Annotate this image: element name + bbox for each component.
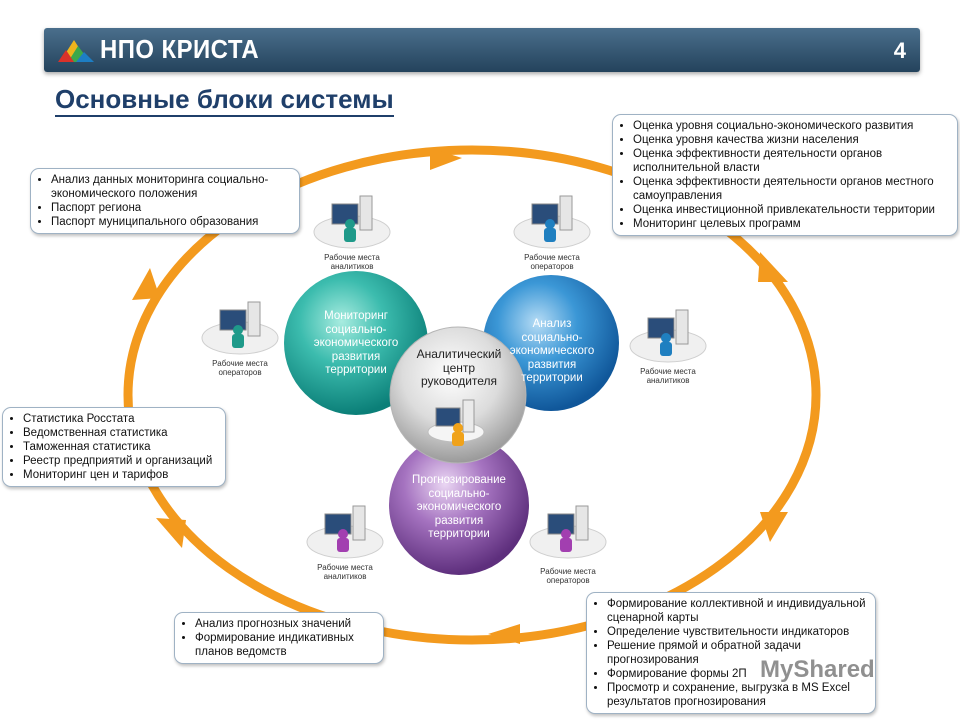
logo-icon (58, 40, 94, 62)
callout-bottom-left: Анализ прогнозных значений Формирование … (174, 612, 384, 664)
list-item: Паспорт региона (51, 201, 291, 215)
workstation-bottom-left (306, 505, 384, 559)
ws-label-top-right: Рабочие места операторов (524, 253, 580, 271)
label-analysis: Анализ социально-экономического развития… (509, 318, 595, 384)
list-item: Просмотр и сохранение, выгрузка в MS Exc… (607, 681, 867, 709)
label-monitoring: Мониторинг социально-экономического разв… (313, 310, 399, 376)
arrow-right (760, 512, 788, 542)
callout-left: Статистика Росстата Ведомственная статис… (2, 407, 226, 487)
list-item: Решение прямой и обратной задачи прогноз… (607, 639, 867, 667)
list-item: Статистика Росстата (23, 412, 217, 426)
brand-name: НПО КРИСТА (100, 34, 260, 64)
page-number: 4 (893, 38, 906, 63)
ws-label-top-left: Рабочие места аналитиков (324, 253, 380, 271)
ring-arrows (132, 148, 788, 644)
arrow-bottom (488, 624, 520, 644)
list-item: Ведомственная статистика (23, 426, 217, 440)
list-item: Мониторинг цен и тарифов (23, 468, 217, 482)
list-item: Реестр предприятий и организаций (23, 454, 217, 468)
process-ring (123, 145, 821, 645)
list-item: Анализ данных мониторинга социально-экон… (51, 173, 291, 201)
list-item: Оценка уровня социально-экономического р… (633, 119, 949, 133)
ws-label-bottom-right: Рабочие места операторов (540, 567, 596, 585)
workstation-right (629, 309, 707, 363)
list-item: Оценка эффективности деятельности органо… (633, 175, 949, 203)
workstation-top-left (313, 195, 391, 249)
list-item: Таможенная статистика (23, 440, 217, 454)
workstation-bottom-right (529, 505, 607, 559)
page-title: Основные блоки системы (55, 84, 394, 117)
list-item: Определение чувствительности индикаторов (607, 625, 867, 639)
ws-label-bottom-left: Рабочие места аналитиков (317, 563, 373, 581)
list-item: Формирование формы 2П (607, 667, 867, 681)
list-item: Оценка уровня качества жизни населения (633, 133, 949, 147)
watermark: MyShared (760, 656, 875, 683)
header-bar (44, 28, 920, 72)
label-forecast: Прогнозирование социально-экономического… (412, 474, 506, 540)
list-item: Мониторинг целевых программ (633, 217, 949, 231)
label-center: Аналитический центр руководителя (416, 347, 502, 388)
callout-top-left: Анализ данных мониторинга социально-экон… (30, 168, 300, 234)
circle-forecast (389, 435, 529, 575)
list-item: Формирование индикативных планов ведомст… (195, 631, 375, 659)
list-item: Анализ прогнозных значений (195, 617, 375, 631)
circle-center (389, 326, 527, 464)
ws-label-left: Рабочие места операторов (212, 359, 268, 377)
list-item: Оценка эффективности деятельности органо… (633, 147, 949, 175)
workstation-top-right (513, 195, 591, 249)
center-workstation (427, 399, 485, 446)
arrow-top-right (758, 252, 788, 282)
workstation-left (201, 301, 279, 355)
workstations (201, 195, 707, 559)
arrow-bottom-left (156, 518, 186, 548)
ws-label-right: Рабочие места аналитиков (640, 367, 696, 385)
callout-top-right: Оценка уровня социально-экономического р… (612, 114, 958, 236)
list-item: Формирование коллективной и индивидуальн… (607, 597, 867, 625)
list-item: Паспорт муниципального образования (51, 215, 291, 229)
arrow-top (430, 148, 462, 170)
list-item: Оценка инвестиционной привлекательности … (633, 203, 949, 217)
arrow-left (132, 268, 160, 300)
callout-bottom-right: Формирование коллективной и индивидуальн… (586, 592, 876, 714)
